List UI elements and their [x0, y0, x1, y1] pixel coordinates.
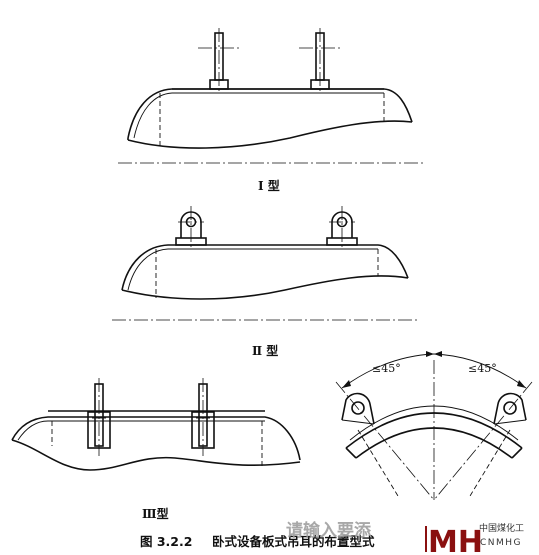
- type-1-break-line: [127, 120, 413, 149]
- type-1-shell-outline: [127, 88, 413, 139]
- end-view-lug-right: [493, 392, 527, 425]
- type-1-shell-inner: [133, 92, 173, 139]
- angle-label-right: ≤45°: [468, 362, 497, 375]
- type-3-label: Ⅲ型: [142, 506, 169, 521]
- end-view-radial-left: [357, 429, 399, 497]
- watermark-logo: MH: [425, 525, 483, 555]
- type-1-lug-right: [299, 28, 341, 94]
- angle-arc-right: [433, 353, 527, 389]
- end-view: [335, 351, 533, 501]
- type-1-label: Ⅰ 型: [258, 178, 280, 193]
- end-view-lug-axis-left: [335, 381, 435, 501]
- type-2-lug-left: [175, 206, 207, 248]
- type-1-lug-left: [198, 28, 240, 94]
- type-3-shell-inner: [17, 420, 265, 441]
- figure-title: 卧式设备板式吊耳的布置型式: [212, 534, 375, 549]
- end-view-radial-right: [469, 429, 511, 497]
- watermark-overlay-text: 请输入要添: [286, 520, 372, 541]
- type-3-break-line: [11, 439, 301, 471]
- angle-arc-left: [341, 353, 435, 389]
- watermark-brand-en: CNMHG: [480, 538, 522, 548]
- angle-label-left: ≤45°: [372, 362, 401, 375]
- type-2-lug-right: [326, 206, 358, 248]
- type-2-vessel: [112, 206, 420, 321]
- type-1-vessel: [118, 28, 425, 164]
- figure-number: 图 3.2.2: [140, 534, 192, 549]
- end-view-lug-axis-right: [433, 381, 533, 501]
- type-3-lug-right: [191, 378, 215, 456]
- watermark-brand-cn: 中国煤化工: [479, 522, 524, 534]
- type-3-lug-left: [87, 378, 111, 456]
- type-2-break-line: [121, 275, 409, 300]
- type-3-vessel: [11, 378, 301, 471]
- type-2-label: Ⅱ 型: [252, 343, 278, 358]
- watermark-logo-mark: MH: [428, 525, 483, 555]
- end-view-lug-left: [341, 392, 375, 425]
- type-3-shell-outline: [11, 416, 301, 461]
- type-2-shell-inner: [127, 248, 169, 291]
- type-2-shell-outline: [121, 244, 409, 291]
